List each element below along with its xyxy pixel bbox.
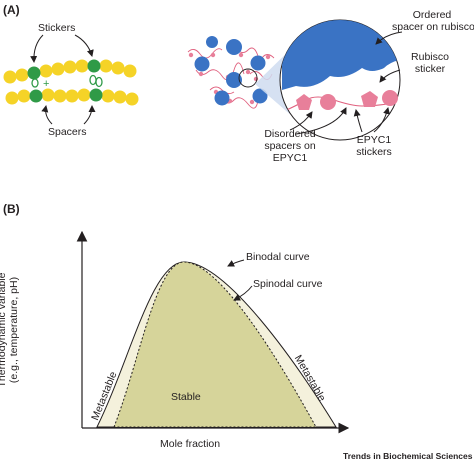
- binodal-label: Binodal curve: [246, 251, 310, 263]
- x-axis-label: Mole fraction: [160, 438, 221, 450]
- epyc1-stickers-label: EPYC1 stickers: [346, 134, 402, 158]
- svg-text:+: +: [43, 78, 49, 90]
- rubisco-sticker-line-2: sticker: [414, 63, 446, 76]
- disordered-spacers-line-1: Disordered: [264, 128, 316, 140]
- condensate-arrows: [289, 31, 403, 135]
- y-axis-label-line-2: (e.g., temperature, pH): [8, 276, 21, 384]
- y-axis-label: Thermodynamic variable (e.g., temperatur…: [0, 270, 20, 390]
- ordered-spacer-label: Ordered spacer on rubisco: [392, 9, 474, 34]
- zoom-inset: [279, 19, 401, 141]
- spinodal-arrow: [233, 285, 253, 301]
- condensate-network: [187, 36, 275, 109]
- rubisco-particles: [194, 36, 268, 106]
- stickers-label: Stickers: [38, 22, 76, 34]
- disordered-spacers-label: Disordered spacers on EPYC1: [252, 128, 328, 164]
- journal-source: Trends in Biochemical Sciences: [343, 451, 473, 461]
- disordered-spacers-line-3: EPYC1: [272, 152, 308, 165]
- epyc1-sticker-left: [320, 94, 336, 110]
- epyc1-stickers-line-1: EPYC1: [356, 134, 392, 146]
- panel-b-label: (B): [3, 202, 20, 216]
- sticker-bonds: [31, 74, 103, 88]
- highlight-ring: [238, 68, 258, 88]
- sticker-spacer-arrows: [30, 34, 96, 125]
- binodal-arrow: [227, 259, 245, 267]
- rubisco-sticker-right: [361, 91, 378, 107]
- epyc1-sticker-right: [382, 90, 398, 106]
- ordered-spacer-line-1: Ordered: [412, 9, 452, 21]
- phase-diagram: [76, 230, 350, 434]
- sticker-spacer-chains: +: [3, 59, 139, 106]
- epyc1-stickers-line-2: stickers: [356, 146, 392, 159]
- disordered-spacers-line-2: spacers on: [264, 140, 316, 153]
- sticker-beads: [27, 59, 103, 103]
- panel-a-label: (A): [3, 3, 20, 17]
- y-axis-label-line-1: Thermodynamic variable: [0, 272, 8, 388]
- spinodal-label: Spinodal curve: [253, 278, 323, 290]
- rubisco-sticker-left: [296, 94, 312, 110]
- top-chain: [3, 59, 137, 84]
- ordered-spacer-line-2: spacer on rubisco: [392, 21, 474, 34]
- rubisco-sticker-line-1: Rubisco: [411, 51, 449, 63]
- rubisco-sticker-label: Rubisco sticker: [400, 51, 460, 75]
- stable-region-label: Stable: [171, 391, 201, 403]
- epyc1-sticker-dots: [188, 52, 271, 105]
- bottom-chain: [5, 88, 139, 106]
- spinodal-curve: [113, 261, 317, 428]
- spacers-label: Spacers: [48, 126, 87, 138]
